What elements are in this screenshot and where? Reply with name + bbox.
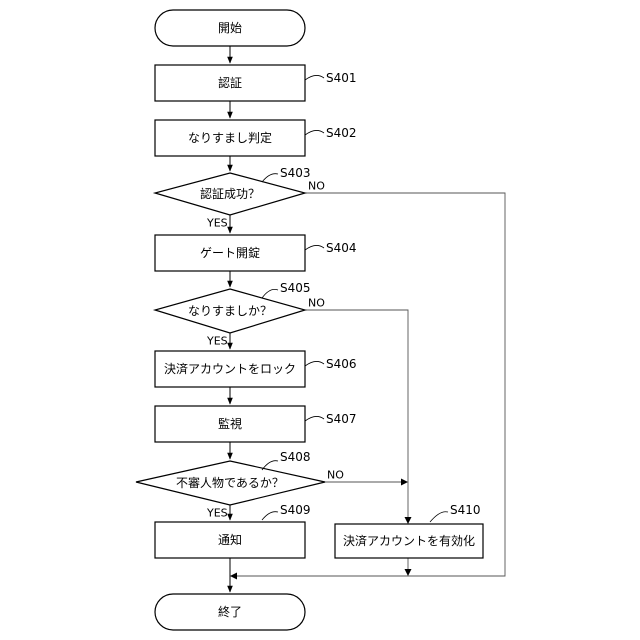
step-id-s407: S407 bbox=[326, 412, 357, 426]
step-label-s407: 監視 bbox=[218, 416, 242, 431]
step-id-s406: S406 bbox=[326, 357, 357, 371]
process-s404: ゲート開錠 S404 bbox=[155, 235, 357, 271]
end-terminal: 終了 bbox=[155, 594, 305, 630]
step-label-s409: 通知 bbox=[218, 533, 242, 547]
decision-s408: 不審人物であるか？ S408 NO YES bbox=[136, 450, 344, 520]
step-id-s409: S409 bbox=[280, 503, 311, 517]
step-label-s408: 不審人物であるか？ bbox=[176, 475, 284, 490]
step-id-s401: S401 bbox=[326, 71, 357, 85]
step-label-s405: なりすましか？ bbox=[188, 304, 272, 318]
end-label: 終了 bbox=[218, 604, 242, 619]
step-label-s406: 決済アカウントをロック bbox=[164, 361, 296, 376]
step-id-s405: S405 bbox=[280, 281, 311, 295]
s405-yes-label: YES bbox=[206, 335, 228, 348]
s403-yes-label: YES bbox=[206, 217, 228, 230]
step-label-s402: なりすまし判定 bbox=[188, 130, 272, 145]
step-label-s404: ゲート開錠 bbox=[200, 245, 260, 260]
s403-no-label: NO bbox=[308, 180, 325, 193]
step-id-s403: S403 bbox=[280, 166, 311, 180]
step-label-s410: 決済アカウントを有効化 bbox=[343, 533, 475, 548]
step-label-s401: 認証 bbox=[218, 75, 242, 90]
step-id-s402: S402 bbox=[326, 126, 357, 140]
start-label: 開始 bbox=[218, 21, 242, 35]
s408-yes-label: YES bbox=[206, 507, 228, 520]
s405-no-label: NO bbox=[308, 297, 325, 310]
process-s401: 認証 S401 bbox=[155, 65, 357, 101]
process-s410: 決済アカウントを有効化 S410 bbox=[335, 503, 483, 558]
start-terminal: 開始 bbox=[155, 10, 305, 46]
process-s409: 通知 S409 bbox=[155, 503, 311, 558]
step-label-s403: 認証成功？ bbox=[200, 186, 260, 201]
s408-no-label: NO bbox=[327, 469, 344, 482]
decision-s405: なりすましか？ S405 NO YES bbox=[155, 281, 325, 348]
process-s407: 監視 S407 bbox=[155, 406, 357, 442]
step-id-s404: S404 bbox=[326, 241, 357, 255]
step-id-s410: S410 bbox=[450, 503, 481, 517]
decision-s403: 認証成功？ S403 NO YES bbox=[155, 166, 325, 230]
process-s402: なりすまし判定 S402 bbox=[155, 120, 357, 156]
step-id-s408: S408 bbox=[280, 450, 311, 464]
process-s406: 決済アカウントをロック S406 bbox=[155, 351, 357, 387]
